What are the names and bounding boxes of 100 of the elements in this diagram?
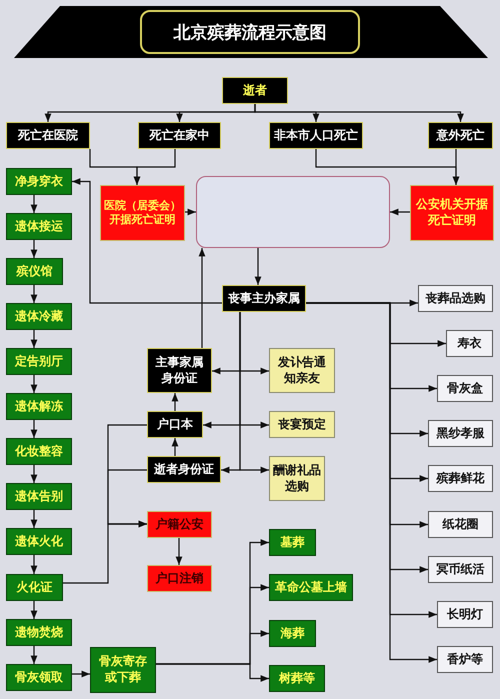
box-label: 意外死亡 [435,128,486,144]
process-box [6,438,72,465]
process-box [269,348,335,393]
arrow [254,248,262,285]
process-box [437,646,493,673]
box-label: 殡葬鲜花 [435,470,486,486]
arrow [390,208,410,216]
arrow [30,240,38,258]
arrow [172,393,178,411]
arrow [30,555,38,574]
box-label: 遗体告别 [14,488,64,504]
process-box [6,303,72,330]
box-label: 纸花圈 [441,516,480,532]
process-box [428,420,493,447]
process-box [222,285,306,312]
process-box [147,511,212,538]
arrow [185,208,196,216]
arrow [452,149,460,185]
arrow [30,646,38,664]
box-label: 逝者 [242,82,268,98]
process-box [100,185,185,241]
box-label: 寿衣 [456,336,482,352]
process-box [428,556,493,583]
process-box [269,529,316,556]
arrow [30,285,38,303]
box-label: 户口本 [156,416,194,432]
box-label: 革命公墓上墙 [274,580,348,596]
process-box [222,77,288,104]
process-box [6,168,72,195]
process-box [269,122,363,149]
process-box [6,213,72,240]
arrow [254,104,464,122]
arrow [30,420,38,438]
arrow [30,465,38,483]
box-label: 火化证 [15,580,54,596]
box-label: 逝者身份证 [153,462,215,478]
box-label: 户籍公安 [154,516,204,532]
process-box [437,375,493,402]
box-label: 死亡在家中 [148,128,210,144]
box-label: 医院（居委会）开据死亡证明 [103,198,182,228]
arrow [30,375,38,393]
title: 北京殡葬流程示意图 [140,10,360,54]
process-box [410,185,494,241]
box-label: 酬谢礼品选购 [272,462,322,494]
arrow [176,538,182,565]
process-box [90,647,156,693]
box-label: 丧葬品选购 [424,290,486,306]
process-box [437,601,493,628]
empty-box [196,176,390,248]
arrow [156,663,269,682]
arrow [30,510,38,528]
arrow [172,438,178,456]
box-label: 公安机关开据死亡证明 [414,197,489,229]
box-label: 冥币纸活 [436,562,486,578]
arrow [72,178,222,304]
process-box [147,565,212,592]
process-box [147,348,212,393]
arrow [72,670,90,678]
arrow [30,330,38,348]
box-label: 遗物焚烧 [14,624,64,640]
arrow [134,149,176,185]
process-box [269,574,353,601]
box-label: 树葬等 [278,670,316,686]
arrow [239,312,269,474]
box-label: 黑纱孝服 [436,426,486,442]
box-label: 定告别厅 [14,354,64,370]
box-label: 遗体火化 [14,534,64,550]
box-label: 户口注销 [154,570,204,586]
box-label: 骨灰领取 [14,670,64,686]
process-box [6,528,72,555]
box-label: 净身穿衣 [14,174,64,190]
box-label: 遗体冷藏 [14,308,64,324]
process-box [269,620,316,647]
box-label: 骨灰寄存或下葬 [98,654,148,686]
process-box [147,456,221,483]
box-label: 香炉等 [446,652,484,668]
box-label: 殡仪馆 [15,264,54,280]
process-box [147,411,203,438]
process-box [428,465,493,492]
arrow [107,469,147,528]
process-box [6,393,72,420]
process-box [269,411,335,438]
box-label: 长明灯 [446,606,484,622]
process-box [6,619,72,646]
arrow [198,248,206,348]
box-label: 丧事主办家属 [227,290,301,306]
box-label: 遗体解冻 [14,398,64,414]
process-box [428,122,493,149]
box-label: 骨灰盒 [446,380,484,396]
process-box [6,483,72,510]
arrow [30,195,38,213]
process-box [6,258,63,285]
box-label: 化妆整容 [14,444,64,460]
process-box [269,665,325,692]
box-label: 非本市人口死亡 [273,128,359,144]
box-label: 海葬 [280,626,306,642]
process-box [6,574,63,601]
process-box [269,456,325,501]
box-label: 丧宴预定 [277,416,327,432]
process-box [138,122,221,149]
